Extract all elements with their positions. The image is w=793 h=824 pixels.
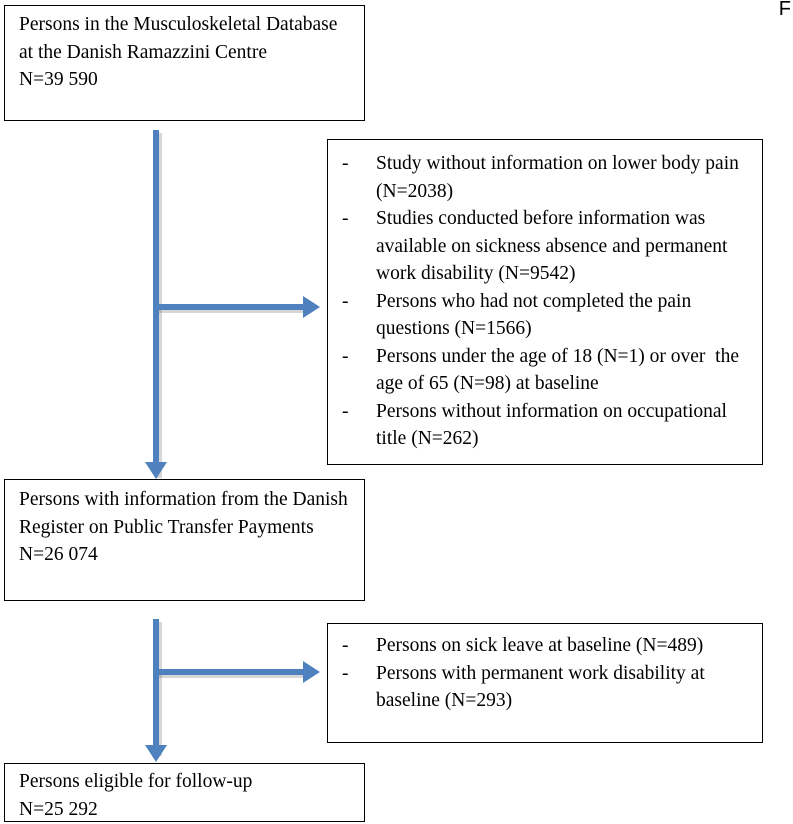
connector-2-arrowhead-down: [145, 745, 167, 762]
exclusion-list-first: - Study without information on lower bod…: [328, 150, 756, 453]
connector-1-arrowhead-right: [303, 296, 320, 318]
exclusion-list-second: - Persons on sick leave at baseline (N=4…: [328, 632, 756, 715]
connector-1-arrowhead-down: [145, 462, 167, 479]
connector-1-vertical-stem: [153, 130, 159, 472]
connector-1-horizontal-branch: [153, 304, 303, 310]
node-register-population-text: Persons with information from the Danish…: [19, 489, 348, 565]
exclusion-item-text: Persons under the age of 18 (N=1) or ove…: [376, 345, 744, 395]
bullet-dash-icon: -: [342, 153, 349, 174]
exclusion-item: - Persons under the age of 18 (N=1) or o…: [328, 343, 756, 398]
connector-2-stem-shadow: [156, 622, 162, 756]
connector-2-branch-shadow: [156, 672, 304, 678]
node-register-population: Persons with information from the Danish…: [4, 479, 365, 601]
bullet-dash-icon: -: [342, 290, 349, 312]
exclusion-item: - Studies conducted before information w…: [328, 205, 756, 288]
connector-2-vertical-stem: [153, 619, 159, 750]
bullet-dash-icon: -: [342, 662, 349, 684]
exclusion-box-second: - Persons on sick leave at baseline (N=4…: [327, 623, 763, 743]
exclusion-item-text: Persons without information on occupatio…: [376, 400, 732, 450]
exclusion-item-text: Study without information on lower body …: [376, 153, 744, 202]
node-eligible-population: Persons eligible for follow-up N=25 292: [4, 763, 365, 822]
exclusion-item: - Persons who had not completed the pain…: [328, 288, 756, 343]
node-eligible-population-text: Persons eligible for follow-up N=25 292: [19, 771, 253, 820]
exclusion-item-text: Studies conducted before information was…: [376, 208, 733, 284]
bullet-dash-icon: -: [342, 400, 349, 422]
exclusion-item-text: Persons with permanent work disability a…: [376, 662, 710, 712]
node-source-population: Persons in the Musculoskeletal Database …: [4, 5, 365, 121]
bullet-dash-icon: -: [342, 635, 349, 656]
connector-1-branch-shadow: [156, 307, 304, 313]
partial-figure-label: F: [778, 0, 791, 20]
bullet-dash-icon: -: [342, 208, 349, 229]
bullet-dash-icon: -: [342, 345, 349, 367]
node-source-population-text: Persons in the Musculoskeletal Database …: [19, 14, 338, 90]
exclusion-item-text: Persons on sick leave at baseline (N=489…: [376, 635, 704, 656]
exclusion-box-first: - Study without information on lower bod…: [327, 139, 763, 465]
exclusion-item: - Study without information on lower bod…: [328, 150, 756, 205]
connector-2-horizontal-branch: [153, 669, 303, 675]
exclusion-item: - Persons without information on occupat…: [328, 398, 756, 453]
exclusion-item: - Persons with permanent work disability…: [328, 660, 756, 715]
connector-2-arrowhead-right: [303, 661, 320, 683]
exclusion-item: - Persons on sick leave at baseline (N=4…: [328, 632, 756, 660]
exclusion-item-text: Persons who had not completed the pain q…: [376, 290, 697, 340]
